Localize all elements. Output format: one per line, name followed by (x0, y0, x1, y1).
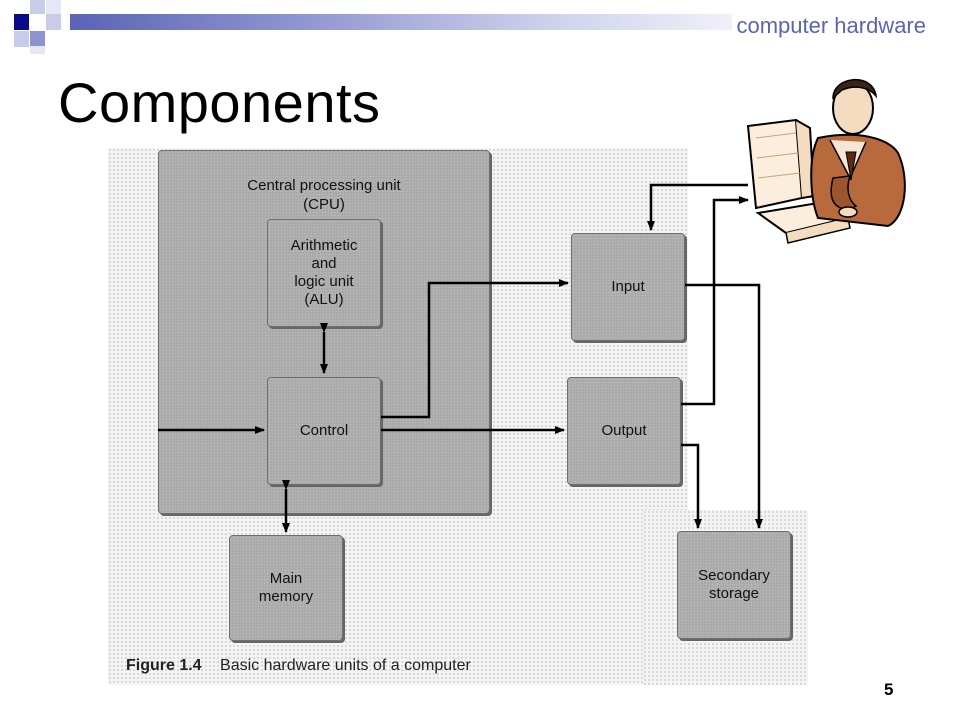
header-square (46, 14, 61, 30)
header-square (46, 0, 61, 14)
input-label: Input (611, 278, 645, 295)
caption-text: Basic hardware units of a computer (220, 657, 471, 674)
input-block: Input (571, 233, 685, 341)
header-square (30, 0, 45, 14)
header-decoration (0, 0, 960, 54)
connection-arrows (158, 183, 763, 533)
page-number: 5 (884, 680, 894, 699)
storage-label-line: Secondary (698, 567, 770, 584)
arrow-person-input (647, 183, 748, 231)
header-square (14, 14, 29, 30)
control-block: Control (267, 377, 381, 485)
figure-caption: Figure 1.4 Basic hardware units of a com… (126, 657, 471, 675)
cpu-label-line: (CPU) (303, 196, 345, 213)
arrow-input-storage (685, 283, 763, 529)
cpu-label: Central processing unit (CPU) (247, 176, 400, 214)
cpu-label-line: Central processing unit (247, 177, 401, 194)
alu-label-line: Arithmetic (290, 237, 358, 254)
alu-label-line: logic unit (294, 273, 354, 290)
memory-label-line: Main (269, 570, 303, 587)
person-at-computer-icon (746, 79, 906, 244)
header-square (14, 31, 29, 47)
storage-label-line: storage (708, 585, 760, 602)
arrow-output-storage (681, 443, 702, 529)
slide-title: Components (58, 71, 381, 134)
control-label: Control (299, 422, 349, 439)
header-square (30, 31, 45, 47)
caption-number: Figure 1.4 (126, 657, 202, 674)
alu-label-line: and (311, 255, 337, 272)
arrow-output-person (681, 196, 749, 406)
output-label: Output (601, 422, 647, 439)
output-block: Output (567, 377, 681, 485)
arrow-control-input (381, 279, 569, 419)
alu-label-line: (ALU) (304, 291, 344, 308)
memory-label-line: memory (258, 588, 314, 605)
header-gradient-bar (70, 14, 950, 30)
header-square (30, 46, 45, 54)
section-tag: computer hardware (732, 13, 930, 39)
